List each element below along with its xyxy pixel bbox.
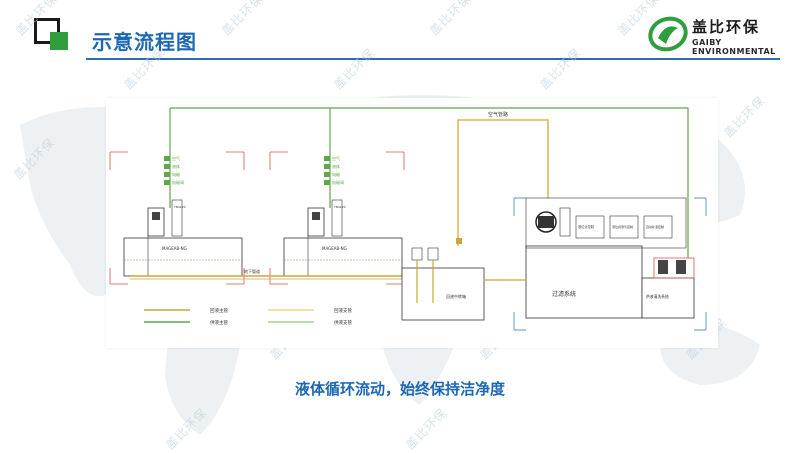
tank-label: MAGEAB-NG [162,246,187,251]
filter-zone-brackets [513,197,707,331]
valve-label: 电磁 [172,171,180,177]
legend-label: 供液主管 [210,319,228,326]
section-logo-square [50,32,68,50]
valve-label: 电磁阀 [172,179,184,185]
valve-label: 液体 [172,163,180,169]
filter-system-label: 过滤系统 [552,290,576,298]
control-box-3: 自动补液控制 [646,224,664,229]
control-box-1: 液位计控制 [578,224,594,229]
valve-cluster-2: 空气 液体 电磁 电磁阀 [324,155,344,185]
page-title: 示意流程图 [92,30,197,54]
brand-name-cn: 盖比环保 [692,18,761,36]
title-underline [86,58,780,60]
caption: 液体循环流动，始终保持洁净度 [294,380,505,398]
gaiby-logo-icon [648,16,688,52]
underground-label: 地下管道 [244,268,260,274]
clean-system-label: 供液清洗系统 [646,294,669,299]
valve-label: 电磁 [332,171,340,177]
tank-label: MAGEAB-NG [322,246,347,251]
air-pipe [457,119,549,246]
valve-cluster-1: 空气 液体 电磁 电磁阀 [164,155,184,185]
machine-tank-1: TB4120 MAGEAB-NG [123,199,243,277]
valve-label: 液体 [332,163,340,169]
machine-tag: TB4120 [333,205,346,209]
mid-transfer-tank: 回液中转箱 [401,238,485,321]
zone-brackets [109,151,405,285]
mid-tank-label: 回液中转箱 [446,293,466,299]
legend-label: 回液支管 [334,307,352,314]
valve-label: 电磁阀 [332,179,344,185]
legend-label: 回液主管 [210,307,228,314]
machine-tag: TB4120 [173,205,186,209]
legend: 回液主管 供液主管 回液支管 供液支管 [144,307,352,326]
filter-system: 液位计控制 液位感测与控制 自动补液控制 过滤系统 供液清洗系统 [525,197,695,319]
section-logo-frame [34,18,60,44]
machine-tank-2: TB4120 MAGEAB-NG [283,199,403,277]
air-pipe-label: 空气管路 [488,111,508,118]
supply-main-top-pipe [170,107,689,258]
brand-name-en: GAIBY ENVIRONMENTAL [692,38,776,56]
control-box-2: 液位感测与控制 [612,224,633,229]
legend-label: 供液支管 [334,319,352,326]
flow-diagram: 空气管路 空气 液体 电磁 电磁阀 空气 液体 电磁 电磁阀 [109,107,707,331]
valve-label: 空气 [172,155,180,161]
header: 示意流程图 盖比环保 GAIBY ENVIRONMENTAL [0,0,800,70]
diagram-panel: 空气管路 空气 液体 电磁 电磁阀 空气 液体 电磁 电磁阀 [106,98,718,348]
valve-label: 空气 [332,155,340,161]
